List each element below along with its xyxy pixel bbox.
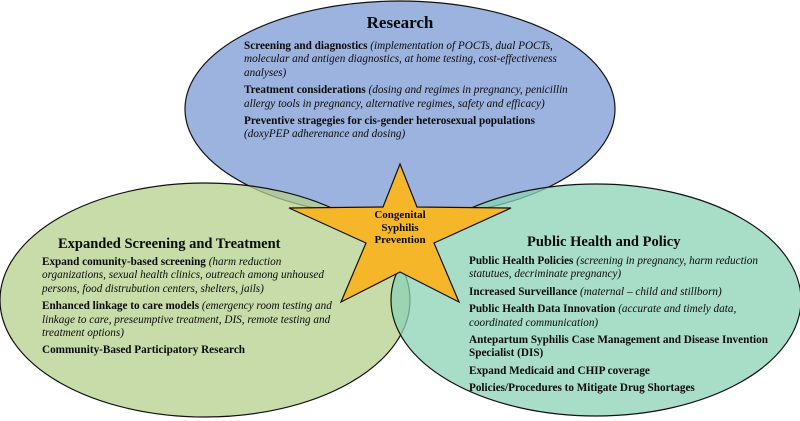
screening-items: Expand comunity-based screening (harm re…	[42, 256, 342, 362]
center-label: Congenital Syphilis Prevention	[335, 209, 465, 247]
policy-title: Public Health and Policy	[527, 234, 681, 250]
center-star	[288, 162, 512, 304]
screening-item: Enhanced linkage to care models (emergen…	[42, 300, 332, 340]
research-item: Treatment considerations (dosing and reg…	[244, 84, 568, 110]
policy-item: Public Health Policies (screening in pre…	[469, 255, 758, 281]
research-item: Preventive stragegies for cis-gender het…	[244, 115, 535, 141]
policy-item: Policies/Procedures to Mitigate Drug Sho…	[469, 382, 695, 395]
research-item: Screening and diagnostics (implementatio…	[244, 40, 557, 79]
research-title: Research	[366, 13, 434, 32]
center-label-line: Prevention	[374, 234, 426, 247]
policy-item: Increased Surveillance (maternal – child…	[469, 285, 722, 298]
policy-items: Public Health Policies (screening in pre…	[469, 255, 769, 400]
policy-item: Antepartum Syphilis Case Management and …	[469, 334, 768, 360]
screening-item: Expand comunity-based screening (harm re…	[42, 256, 324, 295]
screening-item: Community-Based Participatory Research	[42, 344, 246, 357]
policy-item: Expand Medicaid and CHIP coverage	[469, 364, 650, 377]
center-label-line: Syphilis	[381, 221, 419, 234]
research-items: Screening and diagnostics (implementatio…	[244, 40, 574, 146]
policy-item: Public Health Data Innovation (accurate …	[469, 303, 737, 329]
screening-title: Expanded Screening and Treatment	[58, 236, 281, 252]
policy-circle	[390, 183, 800, 417]
center-label-line: Congenital	[374, 209, 426, 221]
